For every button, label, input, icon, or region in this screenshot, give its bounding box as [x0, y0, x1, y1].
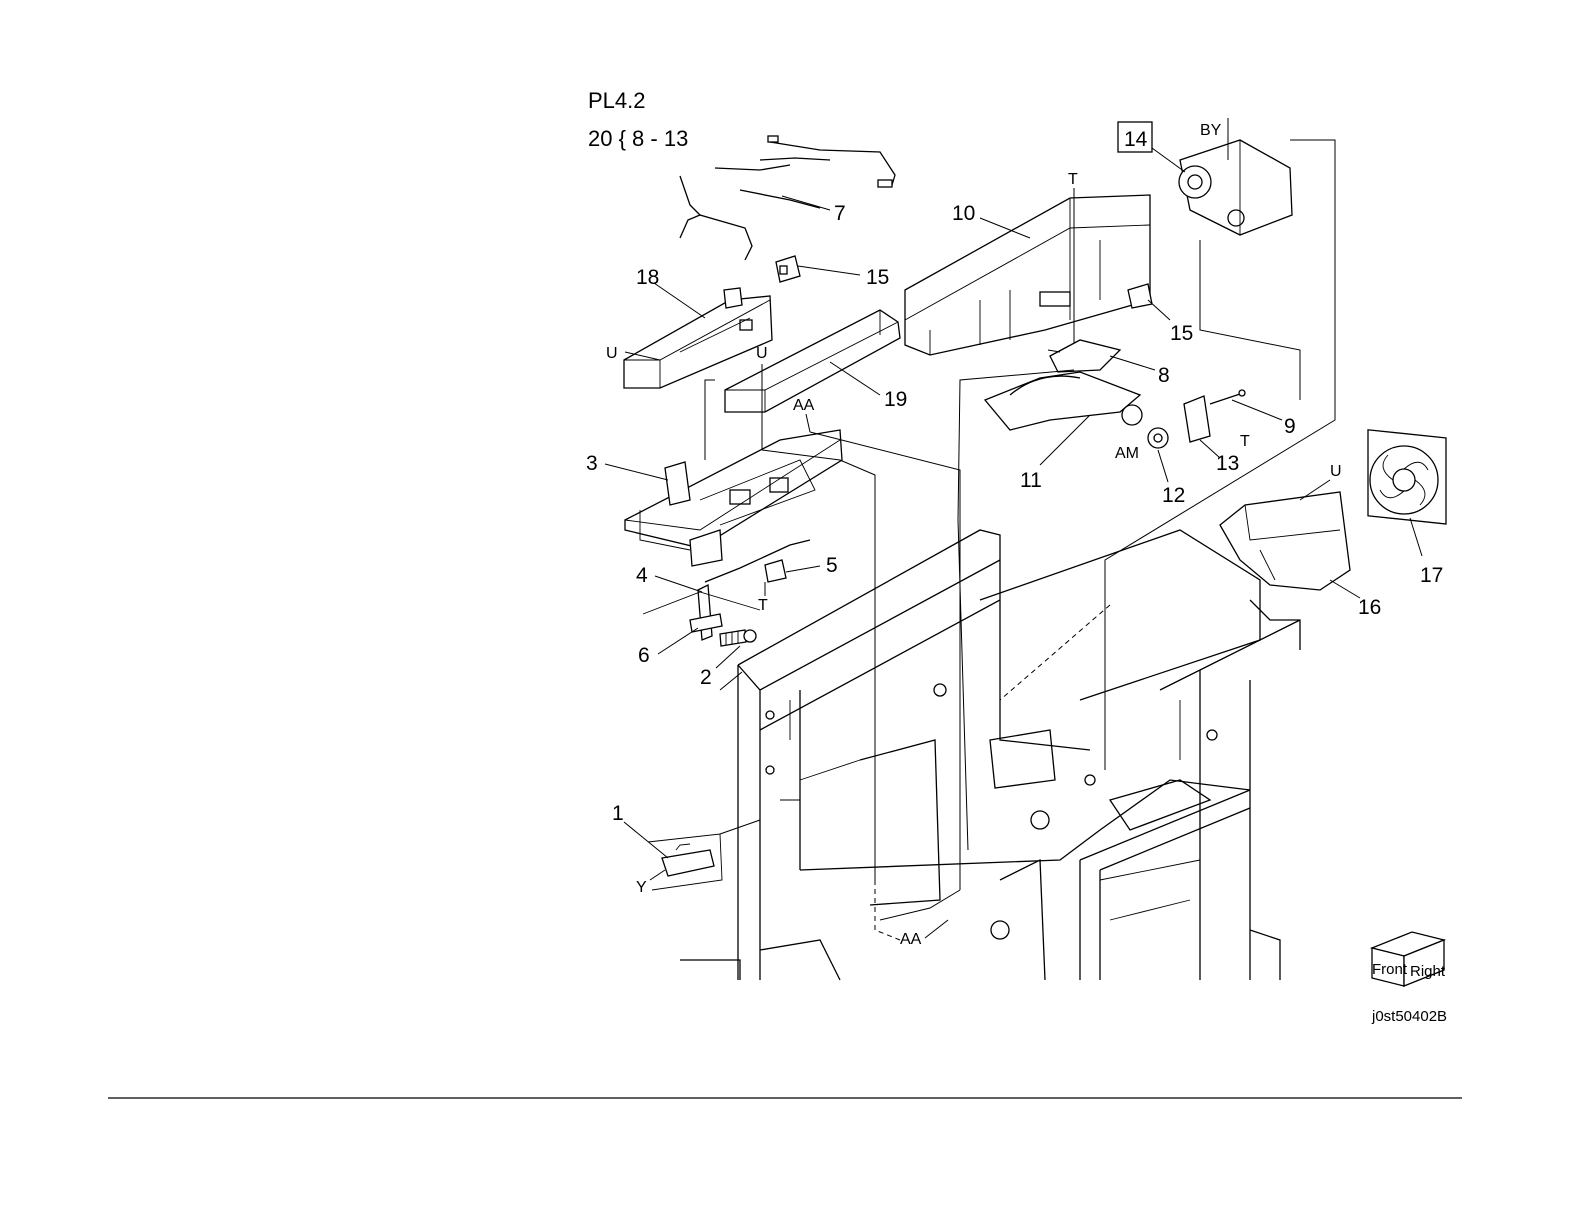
- part-1-switch: [648, 834, 722, 890]
- orientation-cube: Front Right: [1372, 932, 1446, 986]
- connector-t-3: T: [1240, 433, 1250, 450]
- callout-10: 10: [952, 202, 975, 225]
- callout-15-right: 15: [1170, 322, 1193, 345]
- callout-17: 17: [1420, 564, 1443, 587]
- part-11-drive: [985, 372, 1142, 430]
- callout-9: 9: [1284, 415, 1296, 438]
- part-8-lever: [1048, 340, 1120, 372]
- cube-front-label: Front: [1372, 961, 1408, 978]
- connector-aa-1: AA: [793, 397, 815, 414]
- callout-3: 3: [586, 452, 598, 475]
- connector-u-3: U: [1330, 463, 1342, 480]
- part-12-gear: [1148, 428, 1168, 448]
- part-2-screw: [720, 630, 756, 646]
- plate-note: 20 { 8 - 13: [588, 126, 688, 151]
- cube-right-label: Right: [1410, 963, 1446, 980]
- callout-5: 5: [826, 554, 838, 577]
- part-10-frame: [905, 195, 1150, 355]
- callout-15-left: 15: [866, 266, 889, 289]
- callout-11: 11: [1020, 469, 1042, 492]
- callout-6: 6: [638, 644, 650, 667]
- figure-id: j0st50402B: [1371, 1008, 1447, 1025]
- part-14-motor: [1179, 140, 1292, 235]
- connector-t-1: T: [758, 597, 768, 614]
- part-9-shaft: [1210, 390, 1245, 404]
- connector-am: AM: [1115, 445, 1139, 462]
- callout-19: 19: [884, 388, 907, 411]
- part-4-6-actuator: [643, 585, 760, 640]
- connector-aa-2: AA: [900, 931, 922, 948]
- callout-14: 14: [1124, 128, 1148, 151]
- callout-7: 7: [834, 202, 846, 225]
- callout-1: 1: [612, 802, 624, 825]
- callout-13: 13: [1216, 452, 1239, 475]
- main-chassis: [680, 530, 1300, 980]
- callout-12: 12: [1162, 484, 1185, 507]
- part-15-sensor-left: [776, 256, 800, 282]
- connector-by: BY: [1200, 122, 1222, 139]
- plate-title: PL4.2: [588, 88, 646, 113]
- part-17-fan: [1368, 430, 1446, 524]
- callout-8: 8: [1158, 364, 1170, 387]
- callout-2: 2: [700, 666, 712, 689]
- part-13-bracket: [1184, 396, 1210, 442]
- part-16-duct: [1220, 492, 1350, 590]
- callout-16: 16: [1358, 596, 1381, 619]
- connector-u-2: U: [756, 345, 768, 362]
- connector-y: Y: [636, 879, 647, 896]
- part-3-assembly: [625, 430, 842, 566]
- connector-u-1: U: [606, 345, 618, 362]
- connector-t-2: T: [1068, 171, 1078, 188]
- callout-4: 4: [636, 564, 648, 587]
- part-18-bracket: [624, 288, 772, 388]
- callout-18: 18: [636, 266, 659, 289]
